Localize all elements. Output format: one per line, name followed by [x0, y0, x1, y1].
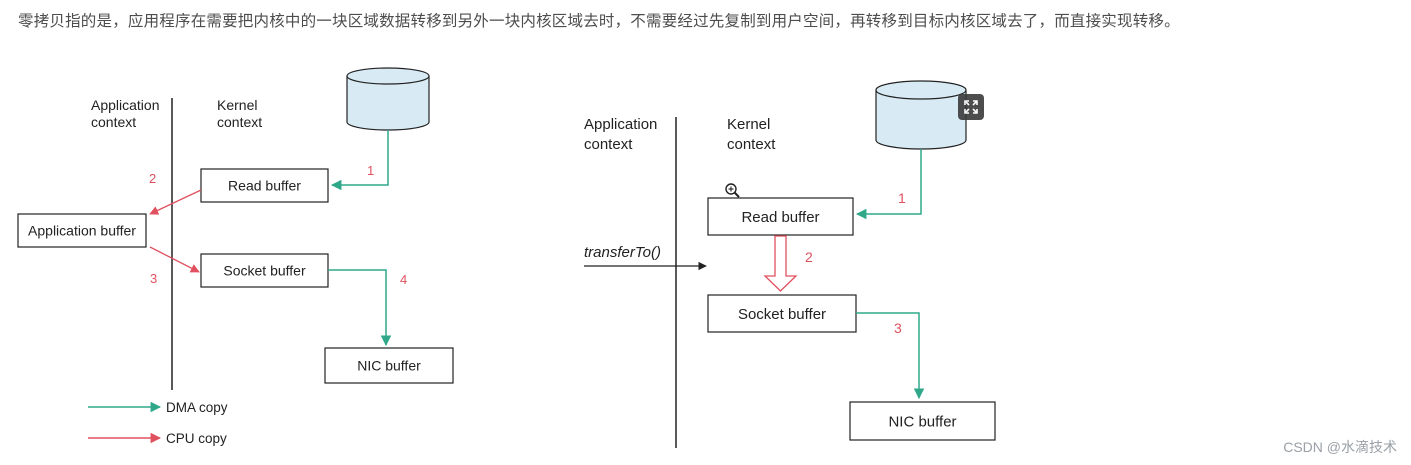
- left-read-buffer-label: Read buffer: [228, 178, 301, 194]
- right-block-arrow-2: [763, 235, 798, 292]
- right-read-buffer-box: [707, 197, 854, 236]
- left-kernel-context-label-2: context: [217, 114, 262, 130]
- right-kernel-context-label-2: context: [727, 136, 776, 153]
- left-app-context-label-2: context: [91, 114, 136, 130]
- left-read-buffer-box: [200, 168, 329, 203]
- expand-image-button[interactable]: [958, 94, 984, 120]
- right-dma-arrow-1: [855, 149, 922, 220]
- left-nic-buffer-label: NIC buffer: [357, 358, 421, 374]
- right-socket-buffer-label: Socket buffer: [738, 306, 826, 323]
- left-nic-buffer-box: [324, 347, 454, 384]
- zoom-in-cursor-icon: [725, 183, 740, 198]
- right-kernel-context-label-1: Kernel: [727, 116, 770, 133]
- right-read-buffer-label: Read buffer: [741, 209, 819, 226]
- left-app-context-label-1: Application: [91, 97, 160, 113]
- left-step-1: 1: [367, 163, 374, 178]
- left-diagram: Application context Kernel context Read …: [17, 67, 454, 446]
- left-step-2: 2: [149, 171, 156, 186]
- legend-dma-label: DMA copy: [166, 400, 228, 415]
- right-diagram: Application context Kernel context trans…: [584, 80, 996, 448]
- left-step-3: 3: [150, 271, 157, 286]
- left-application-buffer-box: [17, 213, 147, 248]
- left-dma-arrow-4: [328, 269, 392, 347]
- expand-icon: [964, 100, 978, 114]
- right-app-context-label-1: Application: [584, 116, 657, 133]
- left-socket-buffer-box: [200, 253, 329, 288]
- right-step-3: 3: [894, 320, 902, 336]
- csdn-watermark: CSDN @水滴技术: [1283, 439, 1397, 455]
- right-nic-buffer-box: [849, 401, 996, 441]
- legend-cpu-label: CPU copy: [166, 431, 227, 446]
- right-step-2: 2: [805, 249, 813, 265]
- right-dma-arrow-3: [856, 312, 925, 400]
- left-dma-arrow-1: [330, 130, 389, 191]
- right-app-context-label-2: context: [584, 136, 633, 153]
- left-kernel-context-label-1: Kernel: [217, 97, 257, 113]
- left-cpu-arrow-3: [149, 246, 200, 273]
- left-socket-buffer-label: Socket buffer: [223, 263, 306, 279]
- transfer-to-label: transferTo(): [584, 244, 661, 261]
- left-application-buffer-label: Application buffer: [28, 223, 136, 239]
- right-socket-buffer-box: [707, 294, 857, 333]
- right-step-1: 1: [898, 190, 906, 206]
- right-nic-buffer-label: NIC buffer: [888, 414, 956, 431]
- left-cpu-arrow-2: [149, 189, 202, 215]
- left-step-4: 4: [400, 272, 407, 287]
- intro-paragraph: 零拷贝指的是，应用程序在需要把内核中的一块区域数据转移到另外一块内核区域去时，不…: [18, 12, 1180, 30]
- right-disk-icon: [875, 80, 967, 150]
- left-disk-icon: [346, 67, 430, 131]
